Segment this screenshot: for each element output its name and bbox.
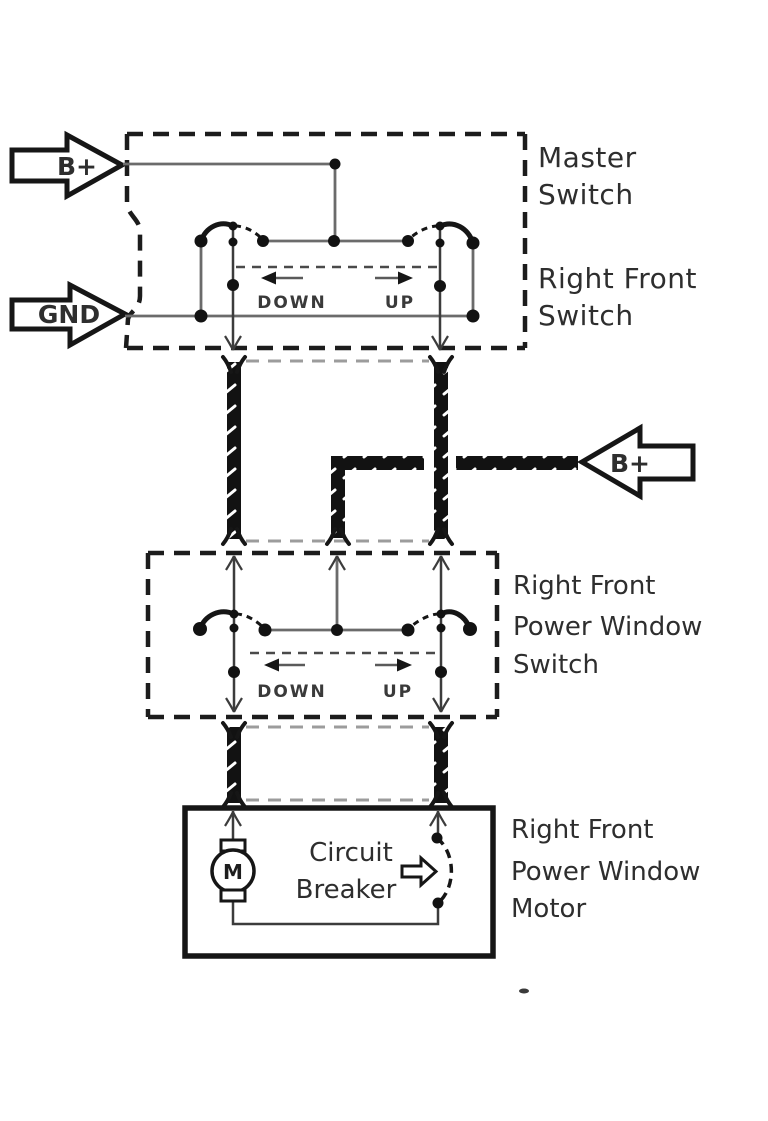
motor-brush-bottom (219, 888, 247, 903)
circuit-breaker-top-contact (431, 832, 443, 844)
master-switch-exit-arrows (224, 335, 449, 351)
window-switch-up-label: UP (383, 682, 413, 702)
motor-box-wiring (231, 811, 440, 926)
master-switch-junctions (194, 158, 480, 323)
right-rocker-arm-dashed-2 (407, 612, 440, 631)
master-switch-label-line2: Switch (538, 178, 634, 211)
window-switch-junctions (193, 609, 477, 678)
master-switch-border-left-wavy (123, 134, 143, 349)
master-switch-box: DOWN UP (123, 131, 528, 351)
motor-box-border (182, 805, 496, 959)
battery-right-connector: B+ (577, 423, 696, 501)
circuit-breaker-arc (435, 836, 454, 905)
motor-label-line2: Power Window (511, 857, 700, 887)
stray-scan-mark (519, 988, 529, 994)
wire-left-upper (227, 362, 241, 539)
battery-left-connector: B+ (9, 130, 128, 201)
wire-bplus-horizontal-right (456, 456, 578, 470)
window-switch-direction-indicators: DOWN UP (250, 651, 440, 702)
battery-right-label: B+ (610, 449, 650, 478)
right-front-switch-label-line1: Right Front (538, 262, 697, 295)
left-rocker-arm-dashed (234, 224, 265, 242)
motor-box-entry-arrows (224, 811, 447, 827)
down-arrow-head (261, 271, 276, 285)
motor-label-line3: Motor (511, 894, 586, 924)
window-switch-label-line1: Right Front (513, 571, 656, 601)
motor-return-line (231, 901, 440, 926)
motor-label-line1: Right Front (511, 815, 654, 845)
motor-symbol-letter: M (223, 860, 243, 884)
wire-right-upper (434, 362, 448, 539)
ground-arrow-shape (9, 280, 131, 350)
up-arrow-head-2 (397, 658, 412, 672)
battery-left-arrow-shape (9, 130, 128, 201)
master-switch-direction-indicators: DOWN UP (236, 265, 443, 313)
motor-symbol: M (210, 838, 256, 903)
motor-labels: Right Front Power Window Motor (511, 815, 700, 924)
ground-connector: GND (9, 280, 131, 350)
circuit-breaker-label-line2: Breaker (296, 875, 397, 905)
window-switch-entry-arrows (225, 555, 450, 571)
master-switch-border (123, 131, 528, 351)
master-down-label: DOWN (257, 293, 327, 313)
wire-end-flares (221, 355, 454, 809)
wire-left-lower (227, 727, 241, 803)
circuit-breaker-pointer-arrow (400, 854, 439, 889)
down-arrow-head-2 (264, 658, 279, 672)
window-switch-labels: Right Front Power Window Switch (513, 571, 702, 680)
window-switch-box: DOWN UP (145, 550, 500, 720)
window-switch-label-line3: Switch (513, 650, 599, 680)
inline-connector-rows (246, 359, 429, 802)
harness-wires (221, 355, 578, 809)
master-switch-label-line1: Master (538, 141, 637, 174)
circuit-breaker-bottom-contact (432, 897, 444, 909)
wire-bplus-elbow-vertical (331, 457, 345, 538)
battery-left-label: B+ (57, 152, 97, 181)
window-switch-label-line2: Power Window (513, 612, 702, 642)
battery-right-arrow-shape (577, 423, 696, 501)
circuit-breaker-label-line1: Circuit (309, 838, 393, 868)
window-switch-wiring (265, 557, 408, 632)
right-front-switch-label-line2: Switch (538, 299, 634, 332)
circuit-breaker: Circuit Breaker (296, 832, 454, 909)
motor-box: M Circuit Breaker (182, 805, 496, 959)
window-switch-border (145, 550, 500, 720)
right-rocker-arm-dashed (406, 224, 439, 242)
ground-label: GND (38, 300, 100, 329)
master-up-label: UP (385, 293, 415, 313)
window-switch-throw-lines (232, 557, 443, 710)
window-switch-down-label: DOWN (257, 682, 327, 702)
left-rocker-arm-dashed-2 (235, 612, 267, 631)
window-switch-exit-arrows (225, 697, 450, 713)
up-arrow-head (398, 271, 413, 285)
wire-bplus-horizontal-left (331, 456, 424, 470)
wire-right-lower (434, 727, 448, 803)
master-switch-labels: Master Switch Right Front Switch (538, 141, 697, 332)
